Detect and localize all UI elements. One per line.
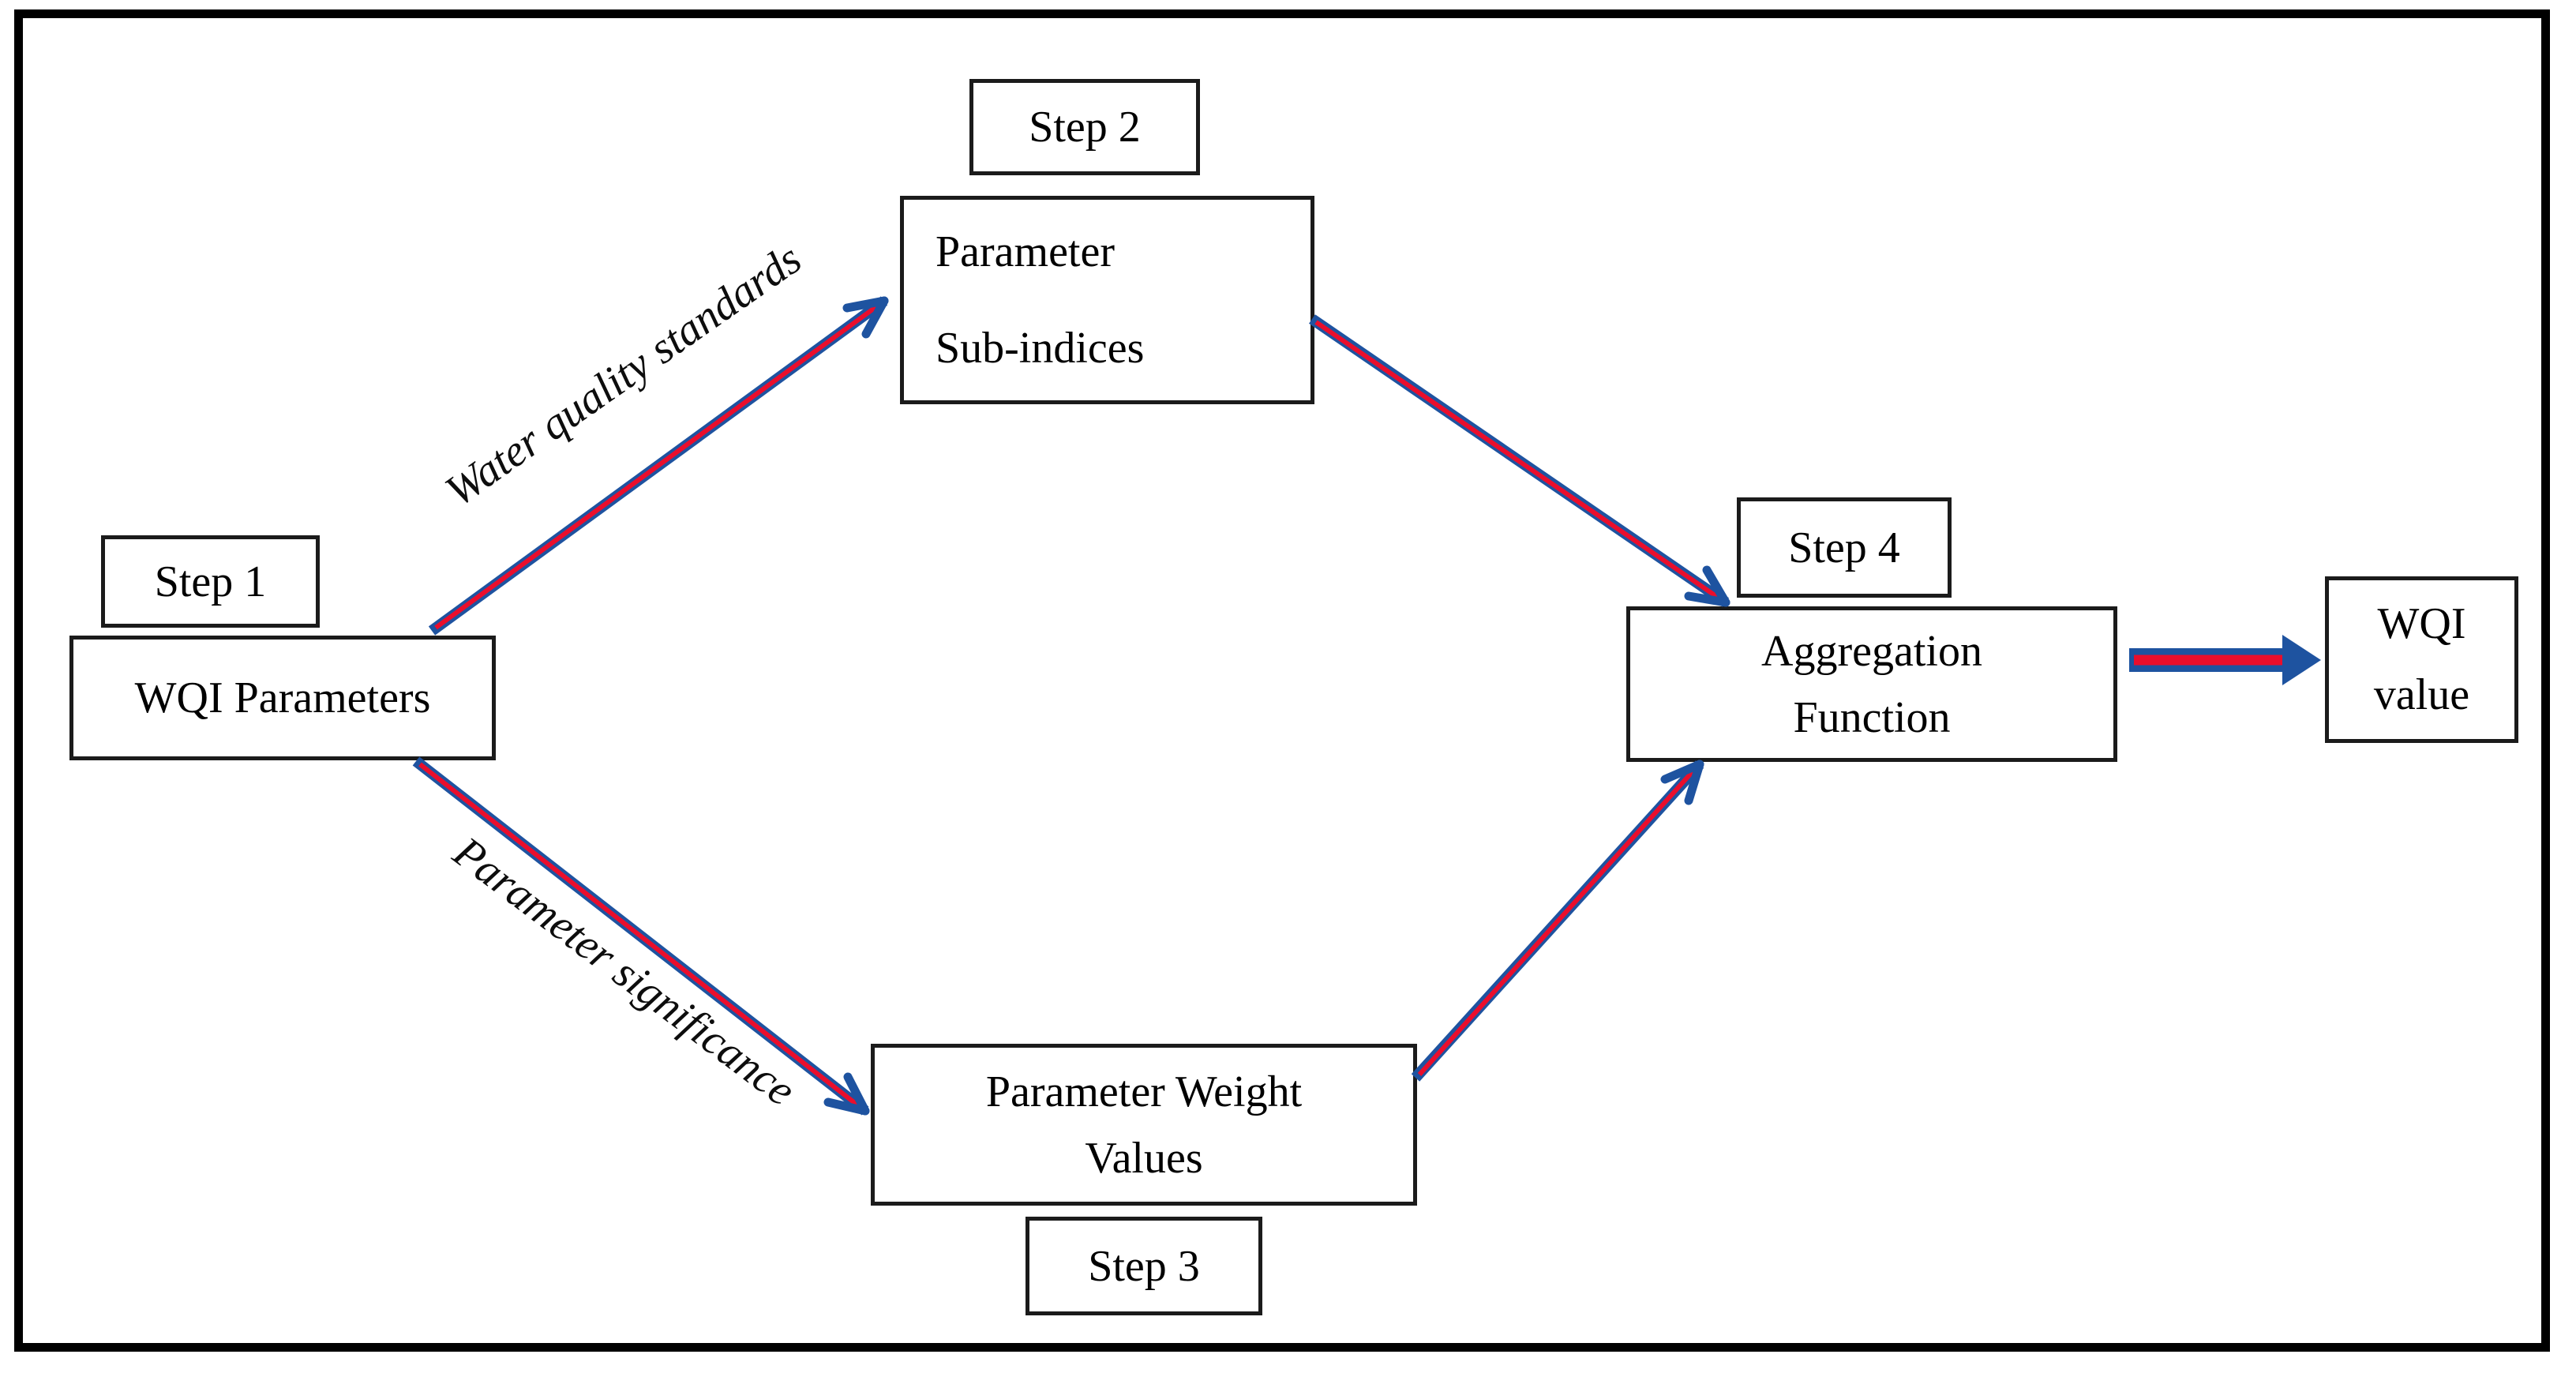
wqi-value-box: WQI value <box>2325 576 2518 743</box>
parameter-weight-values-box: Parameter Weight Values <box>871 1044 1417 1206</box>
step4-label-box: Step 4 <box>1737 497 1952 598</box>
parameter-subindices-line2: Sub-indices <box>936 324 1145 373</box>
wqi-parameters-text: WQI Parameters <box>134 673 431 722</box>
aggregation-line2: Function <box>1793 692 1951 742</box>
diagram-outer-frame <box>14 9 2550 1352</box>
step3-label: Step 3 <box>1088 1241 1200 1291</box>
step1-label-box: Step 1 <box>101 535 320 628</box>
step4-label: Step 4 <box>1788 523 1900 572</box>
weights-line2: Values <box>1085 1133 1203 1183</box>
wqi-parameters-box: WQI Parameters <box>69 636 496 760</box>
aggregation-function-box: Aggregation Function <box>1626 606 2117 762</box>
parameter-subindices-line1: Parameter <box>936 227 1115 276</box>
weights-line1: Parameter Weight <box>985 1067 1303 1116</box>
parameter-subindices-box: Parameter Sub-indices <box>900 196 1314 404</box>
step2-label: Step 2 <box>1029 103 1141 152</box>
step1-label: Step 1 <box>154 557 267 606</box>
wqi-value-line1: WQI <box>2377 598 2466 648</box>
wqi-value-line2: value <box>2373 670 2470 719</box>
step2-label-box: Step 2 <box>969 79 1200 175</box>
step3-label-box: Step 3 <box>1026 1217 1262 1315</box>
aggregation-line1: Aggregation <box>1761 626 1982 676</box>
